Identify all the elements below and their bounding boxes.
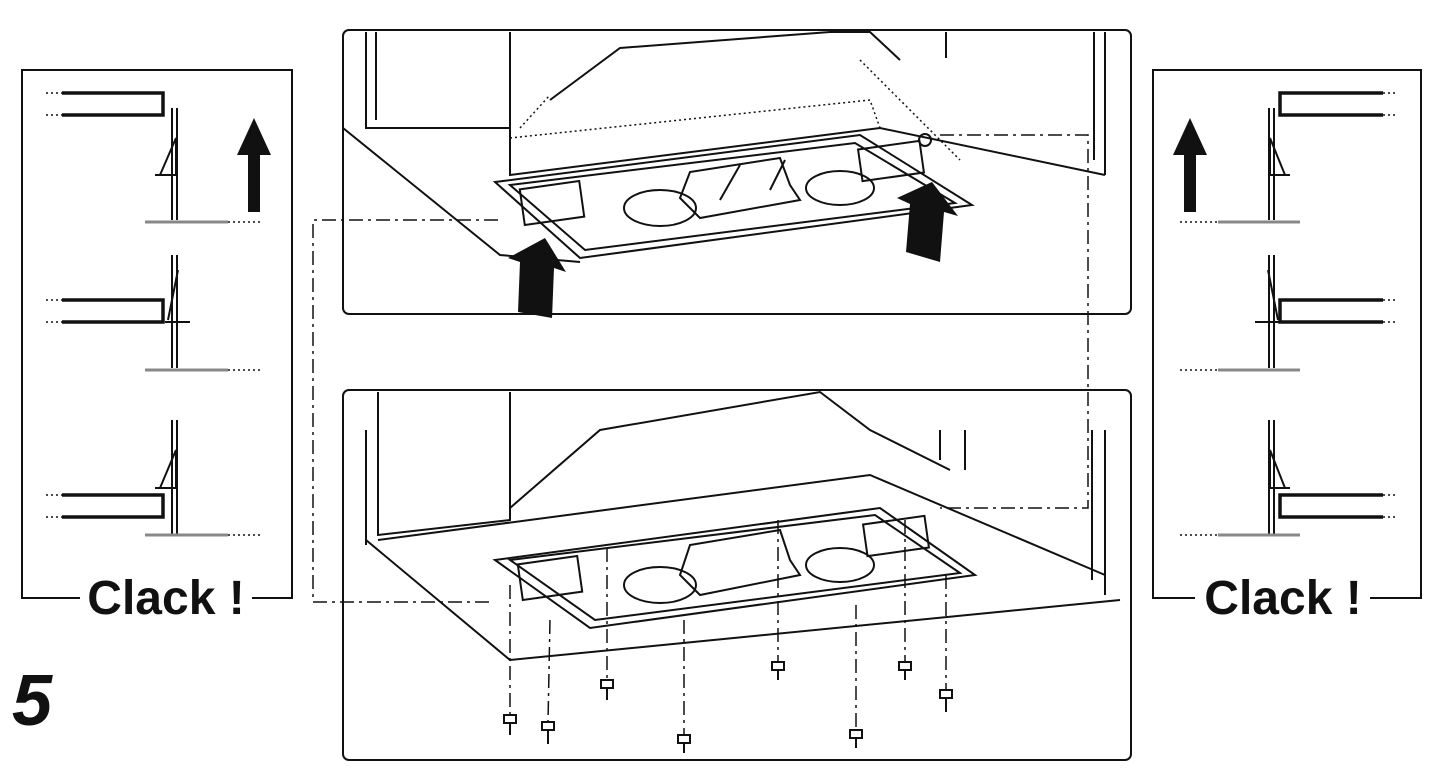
right-detail-panel	[1152, 69, 1422, 599]
up-arrow-icon	[1173, 118, 1207, 212]
right-clack-caption: Clack !	[1204, 572, 1361, 625]
connector-lines	[312, 134, 1089, 603]
top-illustration-panel	[342, 29, 1132, 318]
up-arrow-icon	[897, 182, 958, 262]
left-clack-caption: Clack !	[87, 572, 244, 625]
left-detail-panel	[21, 69, 293, 599]
screw-icon	[771, 661, 785, 680]
screw-icon	[939, 689, 953, 712]
screw-icon	[503, 714, 517, 735]
screw-icon	[600, 679, 614, 700]
screw-icon	[849, 729, 863, 748]
screw-icon	[677, 734, 691, 753]
step-number: 5	[12, 661, 53, 741]
screw-icon	[898, 661, 912, 680]
bottom-illustration-panel	[342, 389, 1132, 761]
screw-icon	[541, 721, 555, 744]
up-arrow-icon	[237, 118, 271, 212]
up-arrow-icon	[508, 238, 566, 318]
